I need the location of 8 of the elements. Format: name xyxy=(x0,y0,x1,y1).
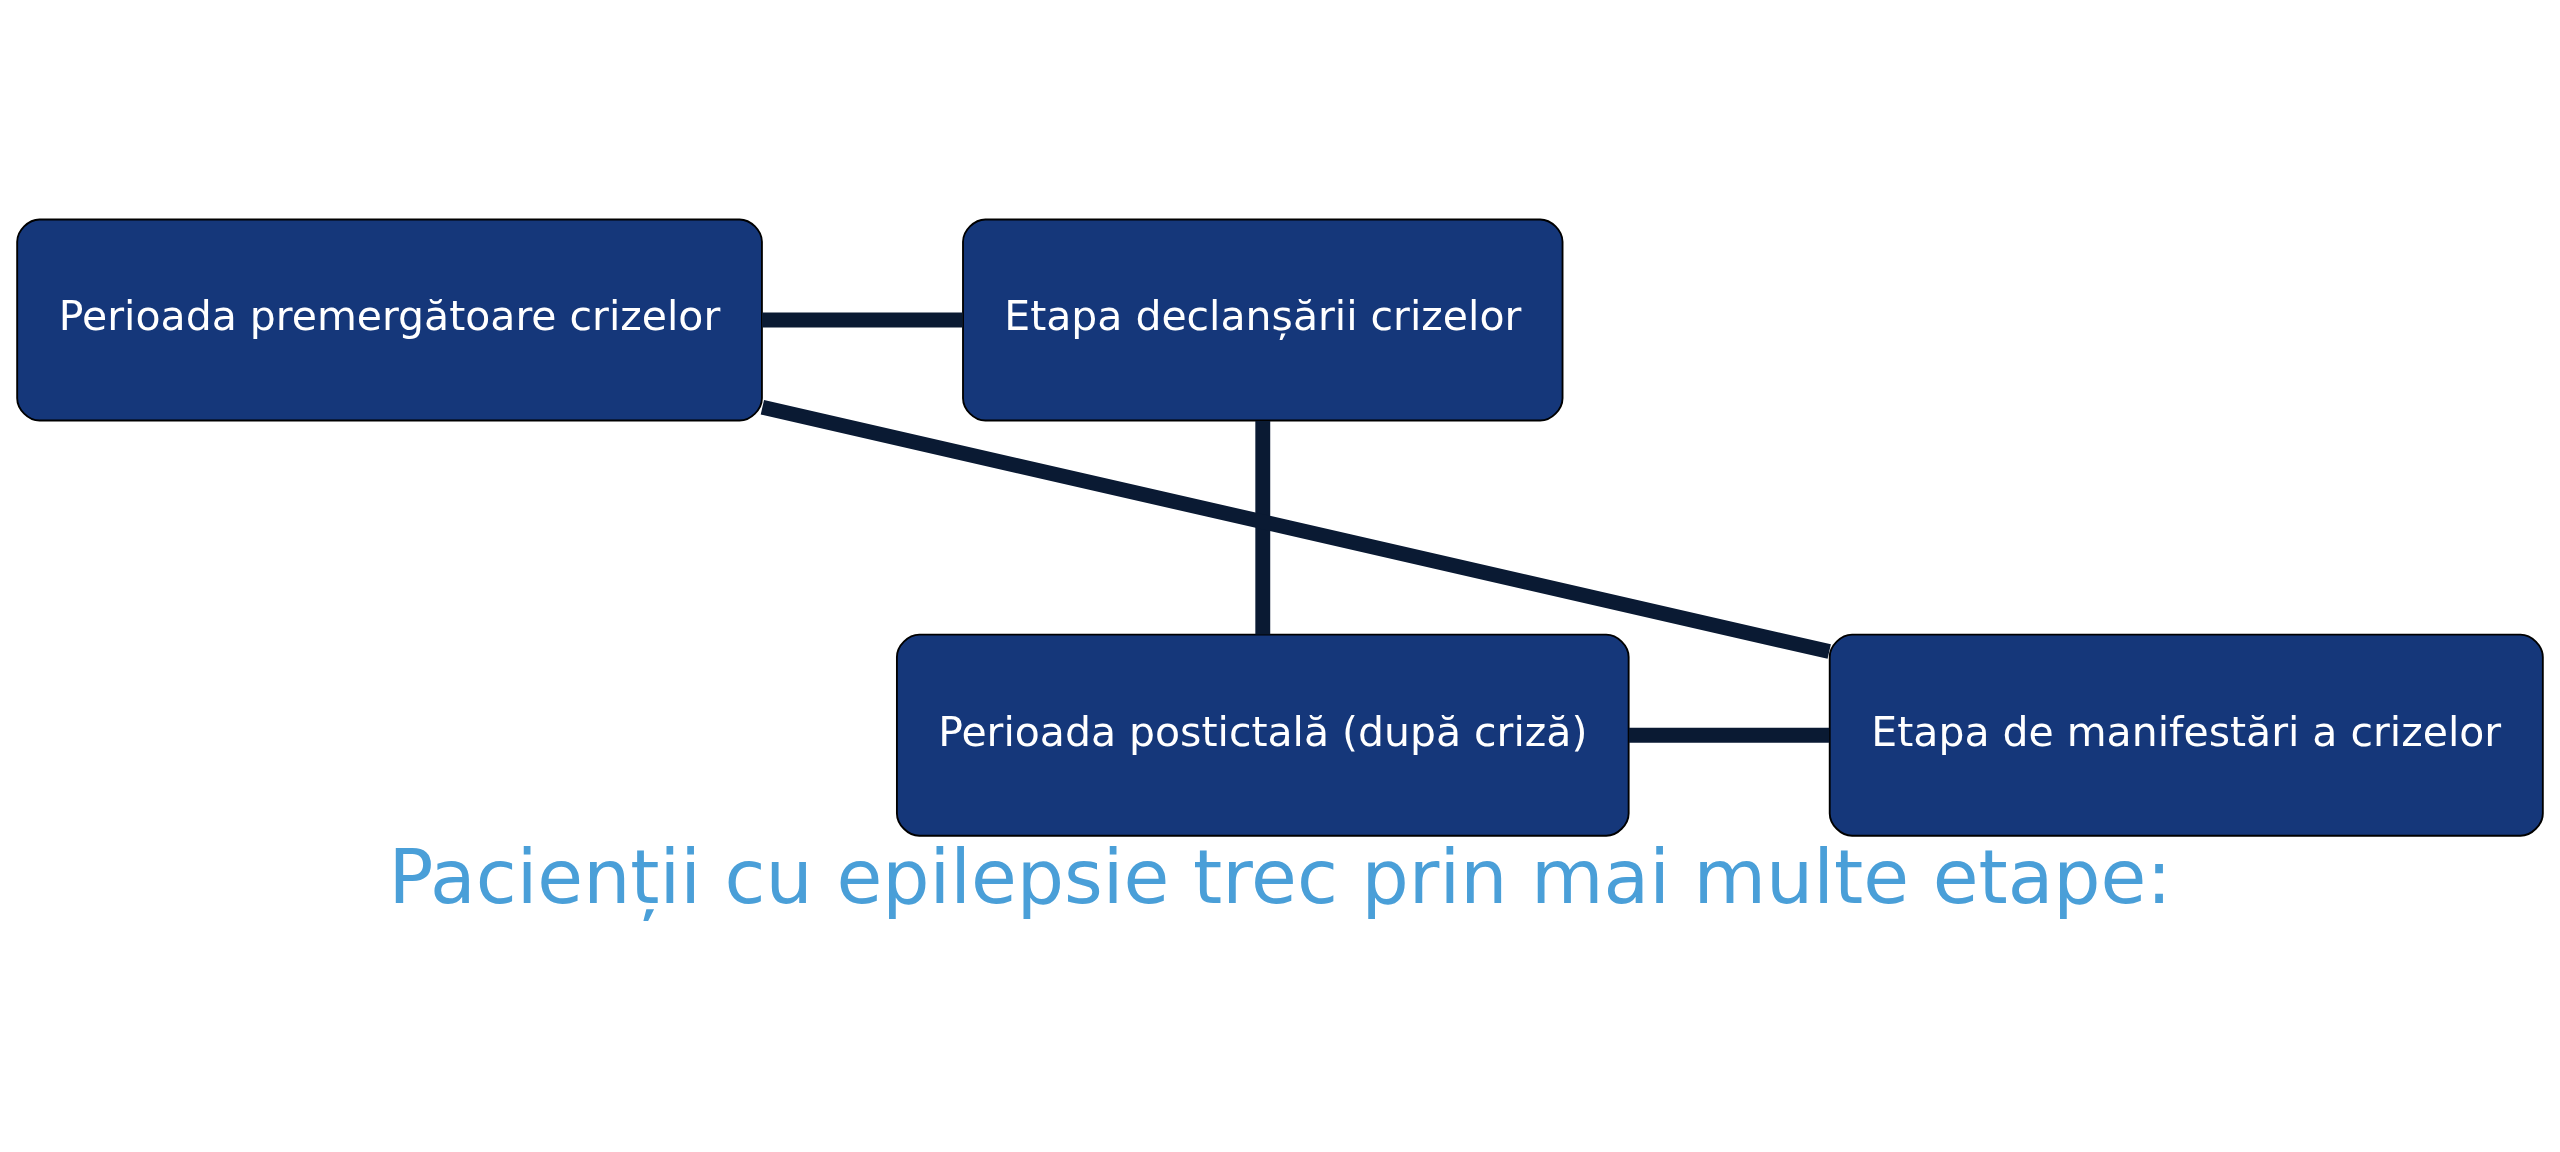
connector xyxy=(1628,727,1830,743)
node-box: Perioada premergătoare crizelor xyxy=(16,218,763,422)
connector xyxy=(760,399,1831,659)
node-box: Perioada postictală (după criză) xyxy=(896,633,1630,837)
node-box: Etapa declanșării crizelor xyxy=(962,218,1564,422)
connector xyxy=(762,312,963,328)
node-box: Etapa de manifestări a crizelor xyxy=(1828,633,2544,837)
connector xyxy=(1255,420,1271,635)
